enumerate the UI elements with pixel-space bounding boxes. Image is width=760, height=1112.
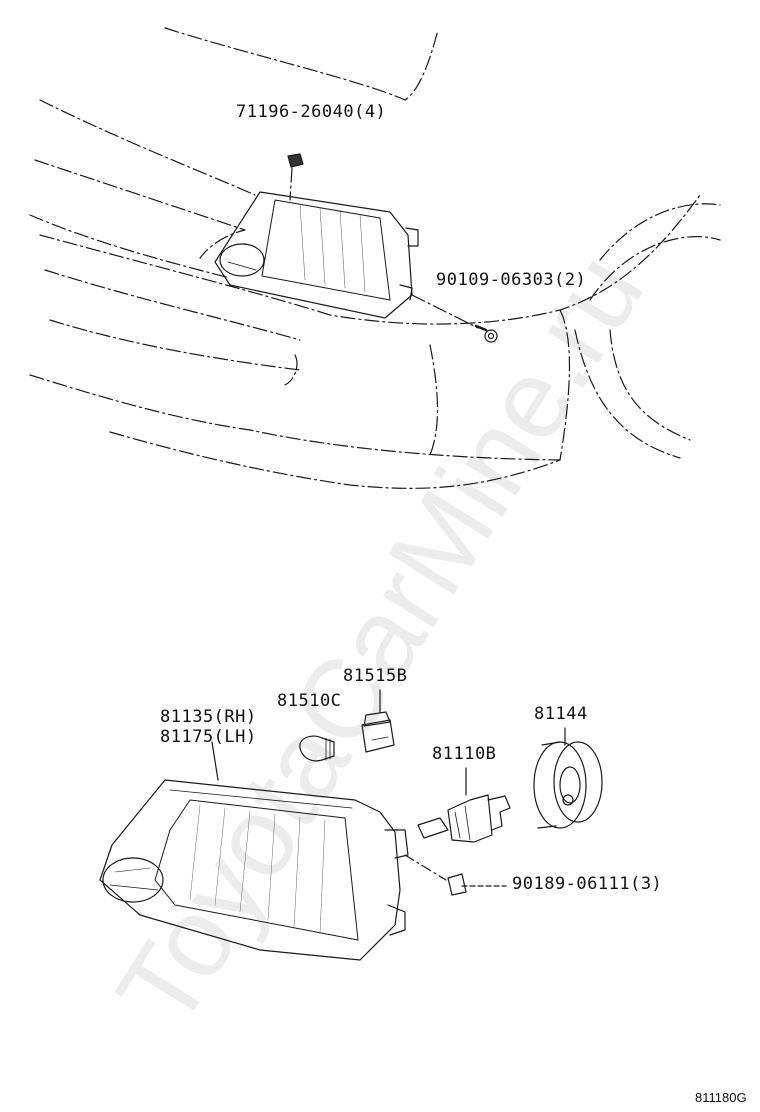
label-bulb-cover: 81144	[534, 704, 588, 724]
label-headlamp-bulb: 81110B	[432, 744, 497, 764]
headlamp-bulb-81110b-icon	[417, 767, 511, 843]
label-lamp-lh: 81175(LH)	[160, 727, 257, 747]
bulb-cover-81144-icon	[533, 727, 603, 829]
vehicle-body-outline	[29, 27, 721, 489]
label-clip-71196: 71196-26040(4)	[236, 102, 387, 122]
clip-71196-icon	[287, 153, 304, 168]
label-lamp-rh: 81135(RH)	[160, 707, 257, 727]
bulb-socket-81515b-icon	[361, 689, 395, 753]
label-screw-90109: 90109-06303(2)	[436, 270, 587, 290]
diagram-code: 811180G	[695, 1090, 747, 1105]
screw-90109-icon	[474, 324, 498, 343]
label-bulb-socket: 81515B	[343, 666, 408, 686]
headlamp-assembly	[99, 779, 409, 961]
label-small-bulb: 81510C	[277, 691, 342, 711]
label-nut-90189: 90189-06111(3)	[512, 874, 663, 894]
installed-headlamp	[214, 191, 419, 319]
label-leader-lines	[211, 741, 219, 781]
nut-90189-icon	[404, 854, 507, 896]
small-bulb-81510c-icon	[299, 735, 335, 762]
